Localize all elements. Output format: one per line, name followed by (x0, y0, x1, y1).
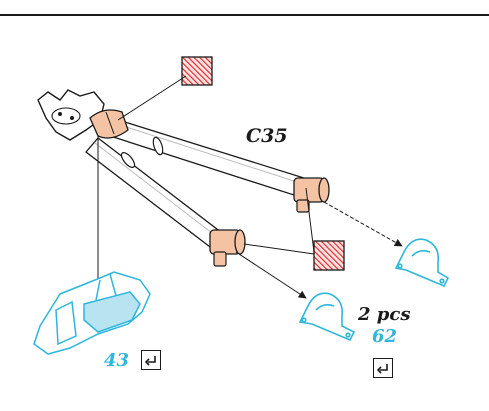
grease-pad-icon (181, 56, 213, 86)
clamp-reference-number: 62 (372, 326, 398, 347)
return-arrow-icon (144, 356, 156, 366)
confirm-checkbox-icon[interactable] (141, 350, 161, 370)
bracket-reference-number: 43 (104, 350, 130, 371)
lower-arm-bushing (209, 229, 246, 267)
return-arrow-icon (376, 364, 388, 374)
part-code-label: C35 (246, 125, 288, 147)
front-collar (89, 109, 129, 139)
clamp-middle (298, 292, 356, 342)
arrow-icon (94, 136, 403, 299)
grease-pad-icon-lower (313, 240, 345, 271)
leader-lines (117, 75, 315, 255)
upper-arm-bushing (293, 177, 330, 213)
front-knuckle (37, 89, 105, 141)
quantity-label: 2 pcs (358, 304, 411, 325)
clamp-right (394, 238, 450, 288)
header-rule (0, 14, 489, 16)
confirm-checkbox-icon[interactable] (373, 358, 393, 378)
bracket-left (33, 271, 151, 355)
